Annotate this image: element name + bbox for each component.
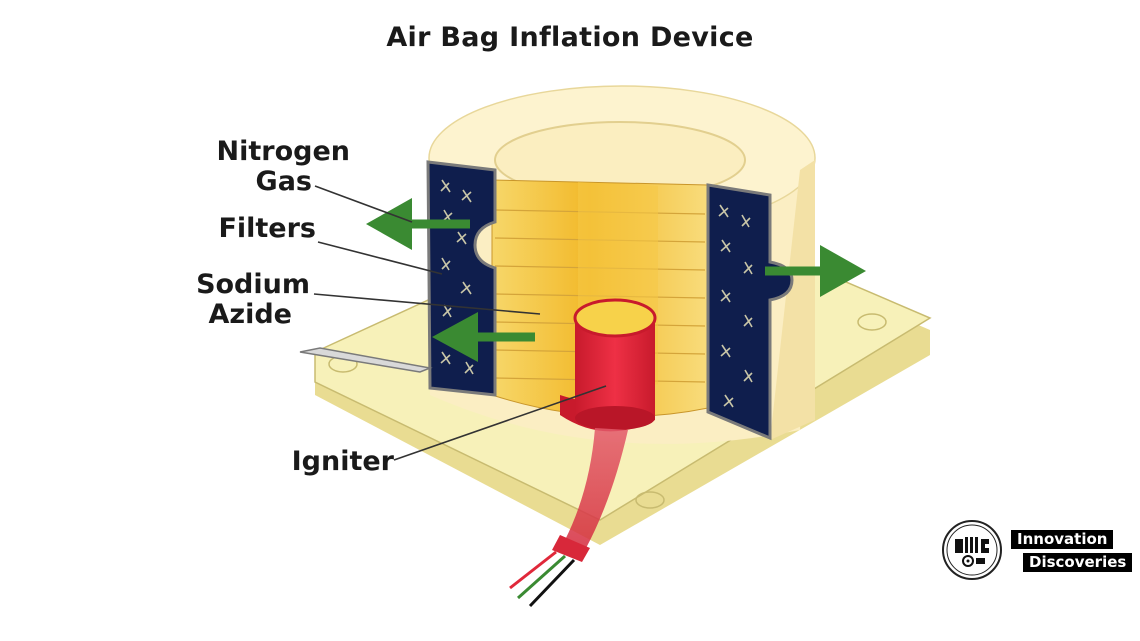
label-sodium-azide: Sodium Azide xyxy=(150,270,310,330)
brand-line2: Discoveries xyxy=(1023,553,1132,572)
leader-filters xyxy=(318,242,442,274)
label-sodium-line1: Sodium xyxy=(150,270,310,300)
innovation-discoveries-logo-icon xyxy=(941,519,1003,581)
label-nitrogen-line2: Gas xyxy=(180,167,350,197)
brand-line1: Innovation xyxy=(1011,530,1113,549)
label-nitrogen-line1: Nitrogen xyxy=(180,137,350,167)
label-igniter: Igniter xyxy=(250,447,394,477)
label-sodium-line2: Azide xyxy=(150,300,310,330)
label-nitrogen-gas: Nitrogen Gas xyxy=(180,137,350,197)
label-filters: Filters xyxy=(170,214,316,244)
